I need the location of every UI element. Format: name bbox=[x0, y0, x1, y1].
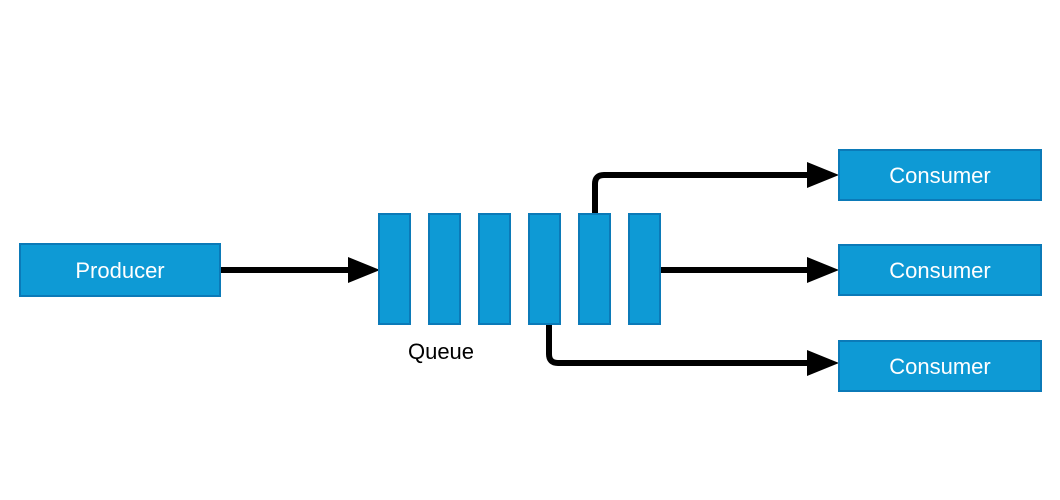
queue-label: Queue bbox=[408, 339, 474, 364]
queue-to-consumer-2-arrowhead-icon bbox=[807, 257, 839, 283]
queue-to-consumer-1-arrowhead-icon bbox=[807, 162, 839, 188]
queue-to-consumer-3-arrowhead-icon bbox=[807, 350, 839, 376]
queue-slot bbox=[528, 213, 561, 325]
consumer-3-box bbox=[838, 340, 1042, 392]
queue-node: Queue bbox=[378, 213, 661, 364]
consumer-node-1: Consumer bbox=[838, 149, 1042, 201]
consumer-node-3: Consumer bbox=[838, 340, 1042, 392]
consumer-1-box bbox=[838, 149, 1042, 201]
queue-slot bbox=[478, 213, 511, 325]
producer-node: Producer bbox=[19, 243, 221, 297]
consumer-3-label: Consumer bbox=[889, 354, 990, 379]
queue-to-consumer-3-connector bbox=[546, 322, 811, 366]
queue-slot bbox=[578, 213, 611, 325]
consumer-1-label: Consumer bbox=[889, 163, 990, 188]
producer-label: Producer bbox=[75, 258, 164, 283]
consumer-node-2: Consumer bbox=[838, 244, 1042, 296]
producer-to-queue-arrowhead-icon bbox=[348, 257, 380, 283]
queue-slot bbox=[628, 213, 661, 325]
queue-slot bbox=[428, 213, 461, 325]
consumer-2-label: Consumer bbox=[889, 258, 990, 283]
consumer-2-box bbox=[838, 244, 1042, 296]
queue-to-consumer-1-connector bbox=[592, 172, 811, 216]
queue-slot bbox=[378, 213, 411, 325]
connectors bbox=[220, 162, 839, 376]
producer-box bbox=[19, 243, 221, 297]
